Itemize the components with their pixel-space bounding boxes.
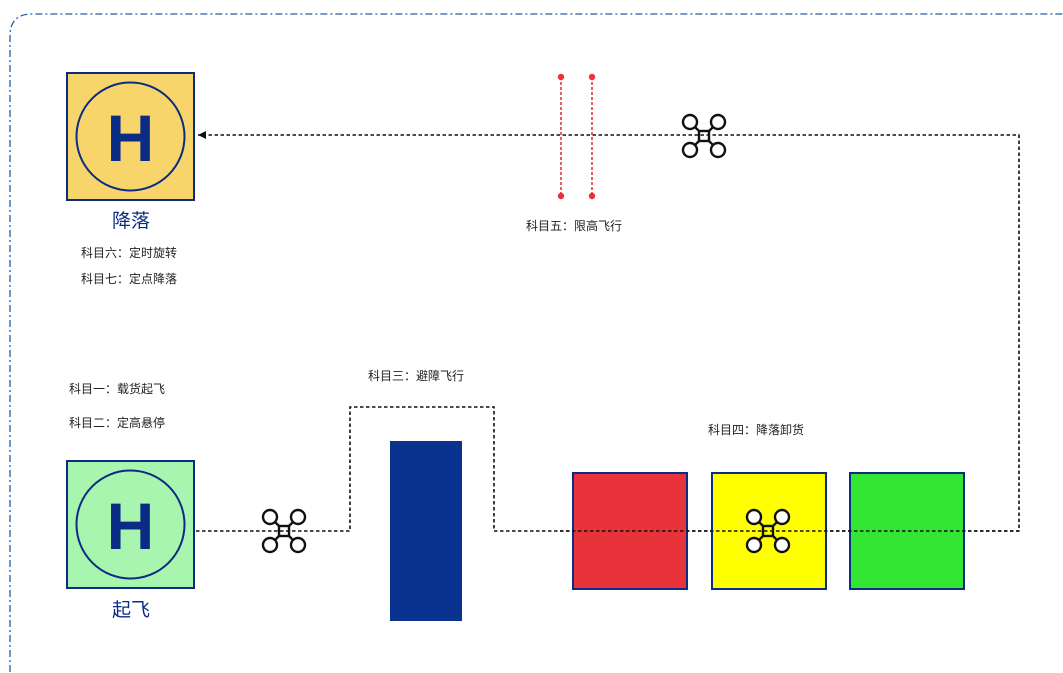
obstacle-label: 科目三：避障飞行 — [368, 368, 464, 383]
obstacle-block — [390, 441, 462, 621]
landing-pad: H — [66, 72, 195, 201]
takeoff-pad-symbol: H — [107, 489, 155, 563]
course-frame — [9, 13, 1063, 672]
height-limit-poles — [557, 73, 596, 200]
takeoff-subject-2: 科目二：定高悬停 — [69, 415, 165, 430]
unload-label: 科目四：降落卸货 — [708, 422, 804, 437]
height-limit-label: 科目五：限高飞行 — [526, 218, 622, 233]
takeoff-subject-1: 科目一：载货起飞 — [69, 381, 165, 396]
takeoff-pad: H — [66, 460, 195, 589]
takeoff-title: 起飞 — [112, 599, 150, 621]
landing-subject-6: 科目六：定时旋转 — [81, 245, 177, 260]
landing-pad-symbol: H — [107, 101, 155, 175]
drone-icon — [681, 113, 727, 159]
flight-path — [196, 131, 1020, 532]
landing-title: 降落 — [112, 210, 150, 232]
landing-subject-7: 科目七：定点降落 — [81, 271, 177, 286]
